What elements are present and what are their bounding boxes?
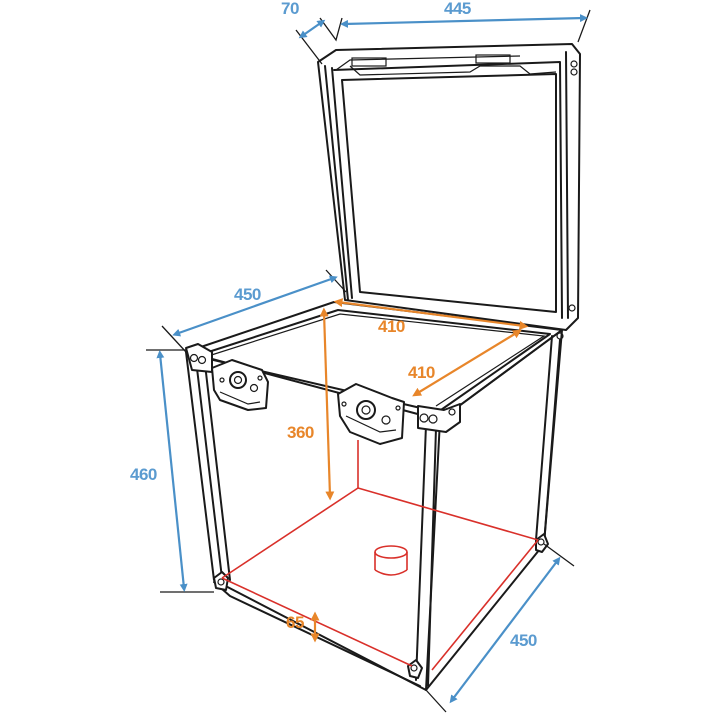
butterfly-latch-center [337,383,405,445]
butterfly-latch-left [211,359,269,411]
label-top-width: 450 [234,285,261,304]
hinge-screw-icon [570,68,578,76]
dim-internal-depth [412,329,522,397]
extension-lines [146,9,591,713]
dim-internal-width [333,298,529,330]
case-lid [317,43,581,331]
case-body [185,301,564,691]
lid-handle-right [475,54,511,64]
foot-cup-icon [374,545,408,576]
hinge-screw-icon [570,60,578,68]
dim-top-width [172,275,338,337]
dim-internal-height [319,307,335,501]
interior-edges [221,440,539,671]
label-height: 460 [130,465,157,484]
foot-corner [407,659,423,679]
label-foot-height: 65 [286,613,304,632]
lid-handle-left [351,57,387,67]
foot-corner [535,533,549,553]
label-internal-depth: 410 [408,363,435,382]
internal-dimensions [310,298,529,643]
label-depth: 450 [510,631,537,650]
dim-lid-width [340,14,588,28]
label-internal-width: 410 [378,317,405,336]
dim-height [156,350,188,592]
label-lid-height: 70 [281,0,299,18]
dim-lid-height [298,19,326,39]
external-dimensions [156,14,588,704]
dim-depth [449,556,561,704]
label-internal-height: 360 [287,423,314,442]
hinge-screw-icon [568,304,576,312]
label-lid-width: 445 [444,0,471,18]
